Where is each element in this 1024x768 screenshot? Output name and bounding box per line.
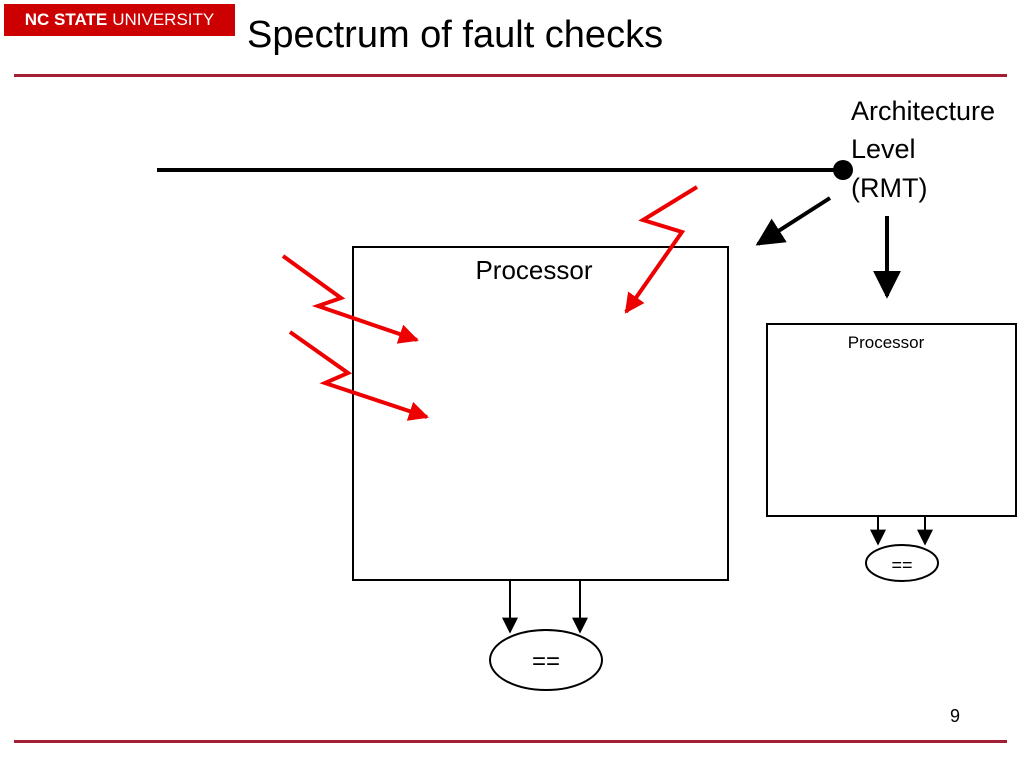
level-label-line-1: Architecture [851, 96, 995, 126]
fault-strike-lower-left [288, 330, 429, 421]
top-divider [14, 74, 1007, 77]
university-logo: NC STATE UNIVERSITY [4, 4, 235, 36]
big-comparator-label: == [532, 648, 560, 675]
bottom-divider [14, 740, 1007, 743]
fault-strike-upper-left [281, 254, 419, 344]
page-number: 9 [949, 706, 960, 726]
big-processor-label: Processor [475, 255, 592, 285]
architecture-level-marker [833, 160, 853, 180]
fault-strike-top [624, 185, 699, 314]
big-comparator [489, 629, 603, 691]
small-processor-label: Processor [848, 333, 925, 352]
small-comparator [865, 544, 939, 582]
big-processor-box [352, 246, 729, 581]
small-processor-box [766, 323, 1017, 517]
level-label-line-3: (RMT) [851, 173, 927, 203]
architecture-level-label: Architecture Level (RMT) [851, 96, 1003, 203]
logo-light-text: UNIVERSITY [112, 10, 215, 29]
slide-title: Spectrum of fault checks [247, 14, 664, 56]
logo-bold-text: NC STATE [24, 10, 108, 29]
arrow-to-big-processor [755, 196, 832, 246]
small-comparator-label: == [891, 555, 912, 575]
level-label-line-2: Level [851, 134, 916, 164]
